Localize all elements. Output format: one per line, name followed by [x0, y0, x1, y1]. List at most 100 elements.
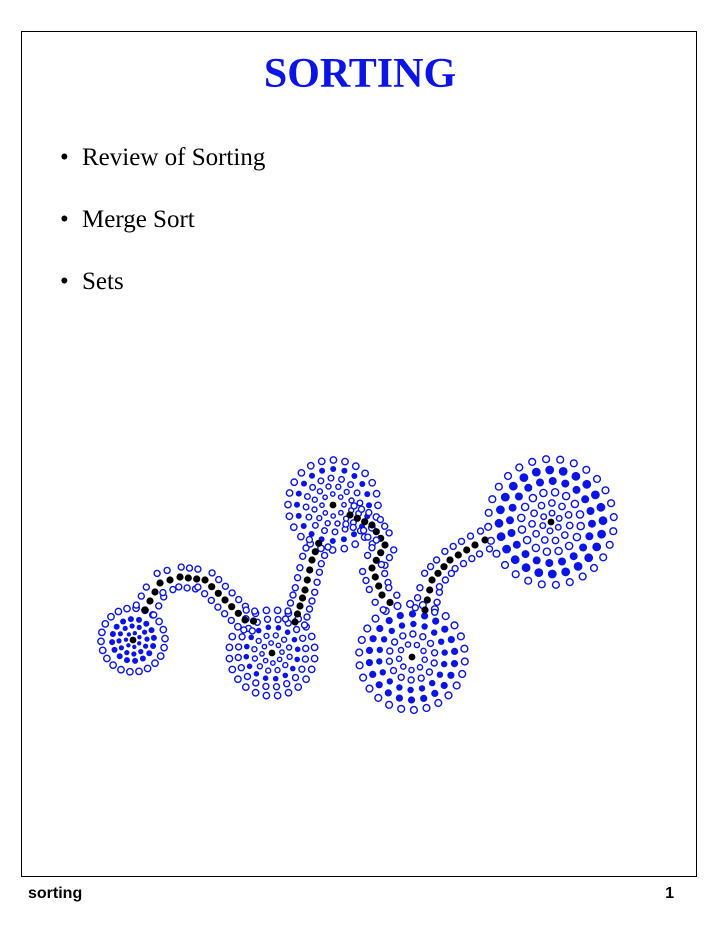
- bullet-text: Sets: [82, 268, 124, 295]
- filled-dot: [340, 536, 347, 543]
- filled-dot: [311, 548, 319, 556]
- hollow-dot: [338, 475, 346, 483]
- hollow-dot: [276, 656, 283, 663]
- hollow-dot: [350, 502, 358, 510]
- hollow-dot: [98, 646, 107, 655]
- filled-dot: [395, 694, 403, 702]
- hollow-dot: [135, 667, 143, 676]
- hollow-dot: [309, 483, 317, 491]
- filled-dot: [438, 638, 445, 645]
- hollow-dot: [379, 606, 387, 614]
- hollow-dot: [476, 527, 485, 535]
- filled-dot: [109, 631, 116, 637]
- hollow-dot: [220, 610, 229, 618]
- hollow-dot: [376, 515, 385, 524]
- hollow-dot: [294, 683, 303, 691]
- hollow-dot: [324, 543, 332, 551]
- filled-dot: [451, 647, 459, 656]
- hollow-dot: [441, 611, 450, 621]
- hollow-dot: [389, 666, 398, 675]
- filled-dot: [308, 531, 315, 537]
- hollow-dot: [296, 564, 304, 572]
- hollow-dot: [359, 526, 368, 535]
- hollow-dot: [200, 590, 209, 598]
- hollow-dot: [551, 580, 561, 589]
- hollow-dot: [251, 688, 260, 697]
- filled-dot: [418, 685, 426, 692]
- filled-dot: [253, 671, 260, 677]
- filled-dot: [109, 639, 116, 646]
- bullet-item: •Review of Sorting: [60, 138, 265, 200]
- hollow-dot: [343, 488, 350, 496]
- filled-dot: [434, 569, 442, 577]
- filled-dot: [132, 644, 137, 650]
- filled-dot: [290, 665, 296, 672]
- hollow-dot: [515, 463, 524, 472]
- filled-dot: [123, 637, 129, 642]
- filled-dot: [132, 657, 139, 664]
- filled-dot: [408, 610, 417, 618]
- hollow-dot: [539, 522, 547, 530]
- bullet-item: •Sets: [60, 262, 265, 324]
- hollow-dot: [263, 632, 270, 640]
- filled-dot: [408, 653, 416, 661]
- hollow-dot: [281, 615, 290, 623]
- hollow-dot: [475, 550, 484, 558]
- filled-dot: [494, 518, 504, 528]
- hollow-dot: [426, 639, 435, 648]
- slide-frame: [21, 31, 697, 877]
- hollow-dot: [576, 521, 586, 531]
- filled-dot: [441, 660, 448, 668]
- hollow-dot: [163, 566, 171, 575]
- hollow-dot: [539, 488, 548, 498]
- hollow-dot: [233, 675, 242, 684]
- hollow-dot: [208, 569, 216, 577]
- filled-dot: [131, 651, 137, 657]
- hollow-dot: [227, 616, 236, 625]
- hollow-dot: [349, 523, 357, 532]
- hollow-dot: [554, 546, 563, 556]
- hollow-dot: [393, 601, 402, 611]
- hollow-dot: [374, 693, 383, 703]
- hollow-dot: [305, 605, 314, 613]
- hollow-dot: [228, 632, 237, 641]
- filled-dot: [521, 563, 531, 573]
- filled-dot: [214, 589, 222, 597]
- hollow-dot: [365, 684, 374, 693]
- hollow-dot: [556, 455, 565, 464]
- filled-dot: [150, 634, 157, 641]
- filled-dot: [116, 638, 122, 644]
- hollow-dot: [356, 499, 364, 507]
- hollow-dot: [341, 457, 349, 466]
- hollow-dot: [486, 536, 496, 545]
- hollow-dot: [530, 509, 538, 518]
- hollow-dot: [520, 502, 530, 512]
- filled-dot: [364, 491, 371, 498]
- filled-dot: [330, 466, 337, 472]
- hollow-dot: [537, 580, 546, 589]
- hollow-dot: [272, 683, 281, 691]
- hollow-dot: [377, 560, 386, 569]
- hollow-dot: [156, 652, 165, 660]
- hollow-dot: [494, 482, 503, 491]
- filled-dot: [447, 636, 455, 644]
- hollow-dot: [390, 546, 398, 554]
- hollow-dot: [554, 523, 562, 531]
- filled-dot: [398, 622, 406, 629]
- hollow-dot: [531, 543, 541, 553]
- hollow-dot: [262, 657, 269, 664]
- filled-dot: [144, 636, 150, 642]
- filled-dot: [346, 511, 354, 519]
- filled-dot: [148, 627, 155, 634]
- hollow-dot: [154, 602, 163, 610]
- hollow-dot: [160, 643, 169, 652]
- hollow-dot: [578, 572, 587, 581]
- filled-dot: [446, 556, 454, 564]
- filled-dot: [440, 681, 448, 690]
- hollow-dot: [395, 655, 403, 663]
- hollow-dot: [228, 665, 237, 674]
- filled-dot: [585, 532, 594, 541]
- hollow-dot: [296, 532, 305, 541]
- filled-dot: [319, 467, 326, 474]
- filled-dot: [351, 531, 357, 538]
